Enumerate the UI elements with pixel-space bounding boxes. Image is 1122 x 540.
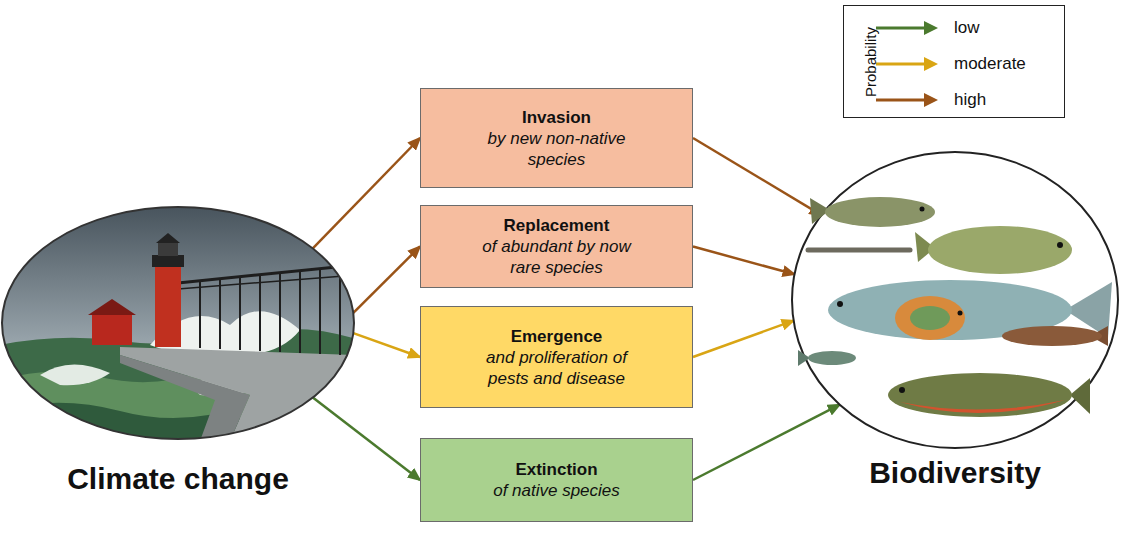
legend-row: low bbox=[874, 16, 980, 40]
box-text: of native species bbox=[493, 480, 620, 501]
node-title: Climate change bbox=[0, 461, 396, 497]
box-heading: Invasion bbox=[522, 107, 591, 128]
legend-arrow bbox=[874, 92, 940, 108]
legend-text: low bbox=[954, 18, 980, 38]
legend-arrow bbox=[874, 56, 940, 72]
arrow-connector bbox=[313, 398, 420, 480]
process-box: Extinctionof native species bbox=[420, 438, 693, 522]
process-box: Replacementof abundant by now rare speci… bbox=[420, 205, 693, 288]
axis-label: Probability bbox=[862, 17, 880, 107]
node-title: Biodiversity bbox=[750, 455, 1122, 491]
legend-row: moderate bbox=[874, 52, 1026, 76]
fish-illustration bbox=[790, 150, 1120, 450]
legend-row: high bbox=[874, 88, 986, 112]
arrow-connector bbox=[693, 247, 794, 275]
lighthouse-illustration bbox=[0, 205, 356, 441]
arrow-connector bbox=[313, 138, 420, 248]
box-text: and proliferation of pests and disease bbox=[469, 347, 644, 389]
arrow-connector bbox=[693, 138, 821, 215]
arrow-connector bbox=[693, 405, 840, 480]
climate-circle: Climate change bbox=[0, 205, 356, 441]
box-text: of abundant by now rare species bbox=[469, 236, 644, 278]
box-text: by new non-native species bbox=[469, 128, 644, 170]
box-heading: Emergence bbox=[511, 326, 603, 347]
biodiversity-circle: Biodiversity bbox=[790, 150, 1120, 450]
box-heading: Extinction bbox=[515, 459, 597, 480]
arrow-connector bbox=[693, 321, 794, 357]
arrow-connector bbox=[353, 247, 420, 313]
legend-text: high bbox=[954, 90, 986, 110]
arrow-connector bbox=[353, 333, 420, 357]
box-heading: Replacement bbox=[504, 215, 610, 236]
legend-text: moderate bbox=[954, 54, 1026, 74]
legend-arrow bbox=[874, 20, 940, 36]
legend-box: Probability low moderate high bbox=[843, 5, 1065, 118]
process-box: Invasionby new non-native species bbox=[420, 88, 693, 188]
process-box: Emergenceand proliferation of pests and … bbox=[420, 306, 693, 408]
